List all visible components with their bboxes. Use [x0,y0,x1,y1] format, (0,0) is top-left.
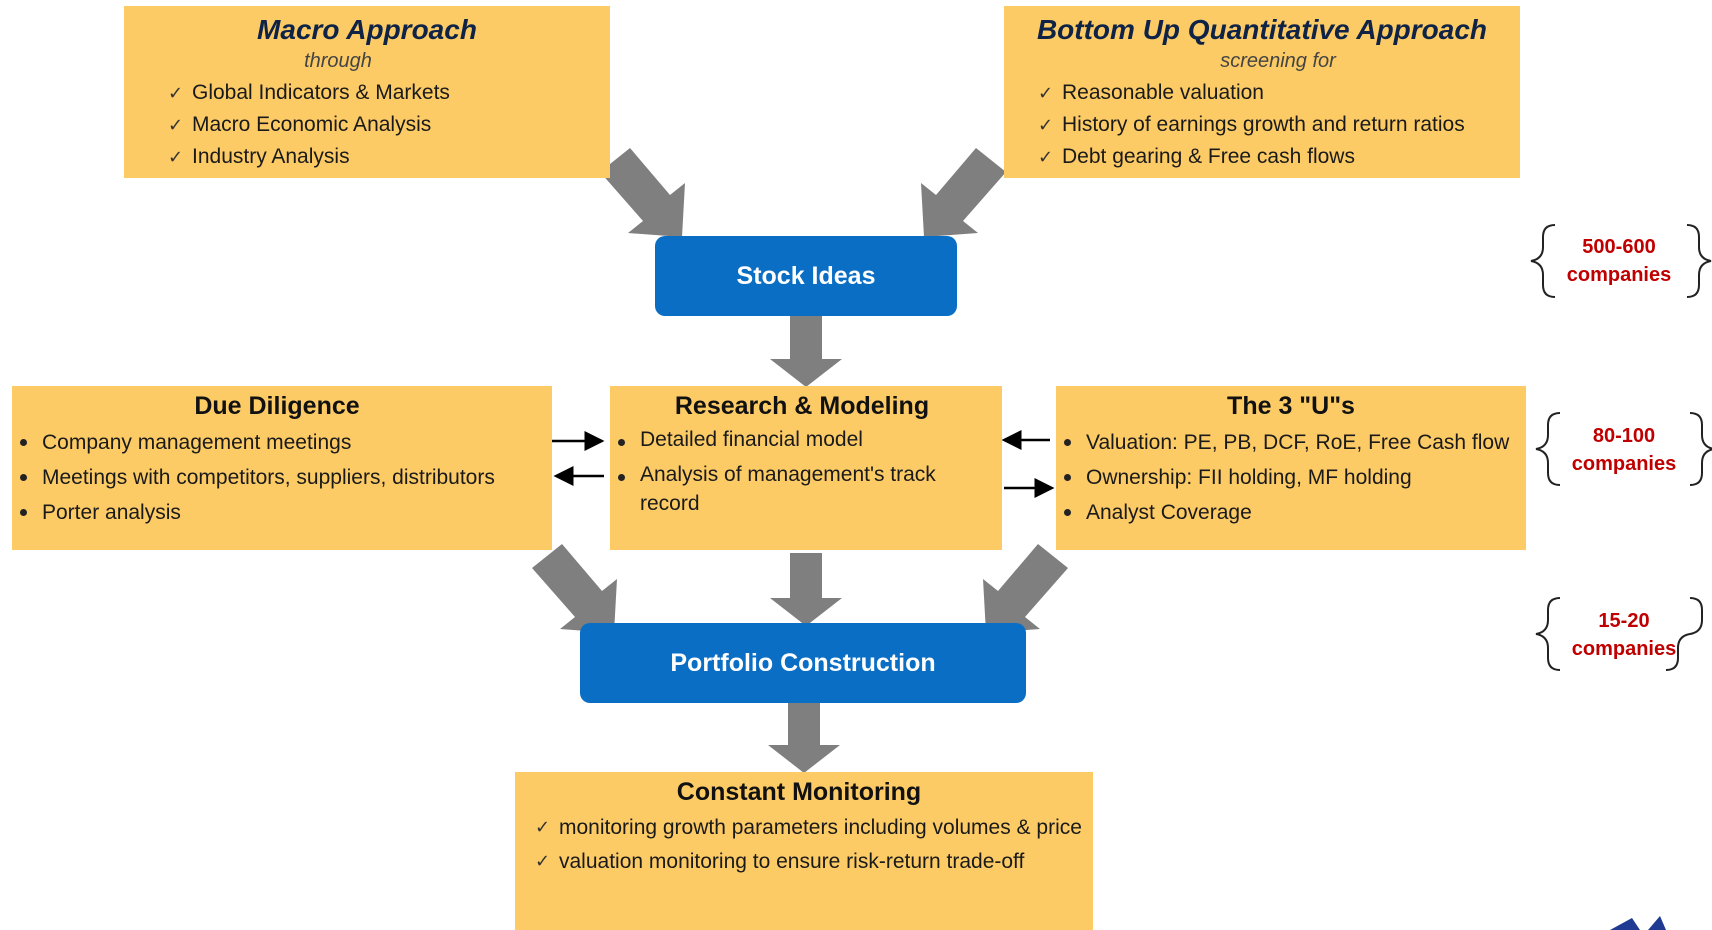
due-diligence-box: Due Diligence Company management meeting… [12,386,552,550]
brace-left-3 [1535,597,1561,671]
stock-ideas-box: Stock Ideas [655,236,957,316]
count-range: 500-600 [1582,236,1656,258]
logo-fragment [1610,918,1640,930]
list-item: valuation monitoring to ensure risk-retu… [533,847,1083,876]
arrow-research-to-portfolio [770,553,842,626]
list-item: Meetings with competitors, suppliers, di… [12,460,542,495]
brace-right-1 [1686,224,1712,298]
list-item: Industry Analysis [166,141,610,173]
brace-left-2 [1535,412,1561,486]
list-item: Analysis of management's track record [610,460,994,518]
portfolio-construction-label: Portfolio Construction [670,648,936,677]
list-item: Ownership: FII holding, MF holding [1056,460,1526,495]
arrow-stock-to-research [770,316,842,387]
research-modeling-title: Research & Modeling [674,392,930,420]
three-u-list: Valuation: PE, PB, DCF, RoE, Free Cash f… [1056,425,1526,530]
arrow-macro-to-stock [600,148,685,237]
count-research: 80-100 companies [1559,422,1689,478]
arrow-dd-to-portfolio [532,544,617,633]
three-u-title: The 3 "U"s [1227,392,1355,420]
list-item: Porter analysis [12,495,542,530]
list-item: Reasonable valuation [1036,77,1520,109]
list-item: Macro Economic Analysis [166,109,610,141]
list-item: Company management meetings [12,425,542,460]
brace-right-3 [1665,597,1703,671]
portfolio-construction-box: Portfolio Construction [580,623,1026,703]
due-diligence-title: Due Diligence [194,392,360,420]
count-range: 15-20 [1598,610,1650,632]
list-item: Valuation: PE, PB, DCF, RoE, Free Cash f… [1056,425,1526,460]
arrow-portfolio-to-monitoring [768,703,840,773]
research-modeling-box: Research & Modeling Detailed financial m… [610,386,1002,550]
macro-approach-box: Macro Approach through Global Indicators… [124,6,610,178]
count-stock-ideas: 500-600 companies [1554,233,1684,289]
list-item: Global Indicators & Markets [166,77,610,109]
constant-monitoring-list: monitoring growth parameters including v… [533,813,1083,876]
due-diligence-list: Company management meetings Meetings wit… [12,425,542,530]
constant-monitoring-box: Constant Monitoring monitoring growth pa… [515,772,1093,930]
list-item: Debt gearing & Free cash flows [1036,141,1520,173]
bottom-up-subtitle: screening for [1220,50,1336,72]
macro-approach-list: Global Indicators & Markets Macro Econom… [166,77,610,173]
macro-approach-title: Macro Approach [257,14,477,45]
list-item: History of earnings growth and return ra… [1036,109,1520,141]
count-unit: companies [1571,453,1677,475]
brace-left-1 [1530,224,1556,298]
list-item: monitoring growth parameters including v… [533,813,1083,842]
count-portfolio: 15-20 companies [1559,607,1689,663]
macro-approach-subtitle: through [304,50,372,72]
brace-right-2 [1689,412,1712,486]
count-unit: companies [1566,264,1672,286]
three-u-box: The 3 "U"s Valuation: PE, PB, DCF, RoE, … [1056,386,1526,550]
arrow-bottomup-to-stock [921,148,1006,237]
constant-monitoring-title: Constant Monitoring [676,778,922,806]
arrow-3u-to-portfolio [983,544,1068,633]
bottom-up-box: Bottom Up Quantitative Approach screenin… [1004,6,1520,178]
bottom-up-title: Bottom Up Quantitative Approach [1036,14,1488,45]
list-item: Detailed financial model [610,425,994,454]
count-unit: companies [1571,638,1677,660]
list-item: Analyst Coverage [1056,495,1526,530]
stock-ideas-label: Stock Ideas [736,261,876,290]
research-modeling-list: Detailed financial model Analysis of man… [610,425,994,518]
bottom-up-list: Reasonable valuation History of earnings… [1036,77,1520,173]
count-range: 80-100 [1592,425,1656,447]
